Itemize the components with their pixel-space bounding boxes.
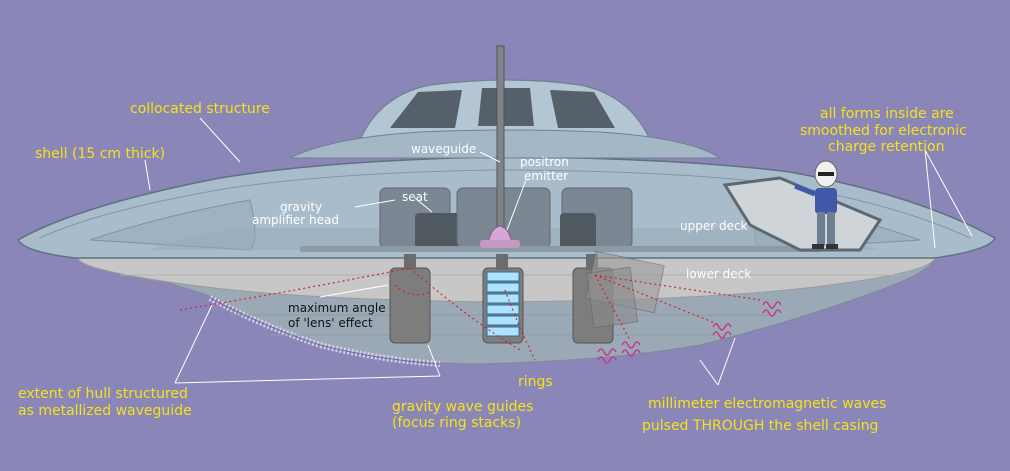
label-positron-1: positron <box>520 155 569 169</box>
upper-deck-ramp <box>722 176 883 252</box>
leader-lines <box>144 117 973 386</box>
waveguide-mast <box>496 45 505 239</box>
label-seat: seat <box>402 190 428 204</box>
label-upper-deck: upper deck <box>680 219 748 233</box>
focus-ring-stack <box>486 271 520 337</box>
label-lower-deck: lower deck <box>686 267 751 281</box>
label-rings: rings <box>518 374 553 390</box>
pilot-figure <box>794 160 838 249</box>
label-all-forms-2: smoothed for electronic <box>800 123 967 139</box>
label-all-forms-1: all forms inside are <box>820 106 954 122</box>
dome-window-center <box>478 88 534 126</box>
seat-right <box>560 213 596 249</box>
label-waveguide: waveguide <box>411 142 476 156</box>
label-gravity-amp-1: gravity <box>280 200 322 214</box>
label-max-angle-2: of 'lens' effect <box>288 316 373 330</box>
dome-window-right <box>550 90 615 128</box>
label-extent-1: extent of hull structured <box>18 386 188 402</box>
label-positron-2: emitter <box>524 169 568 183</box>
lens-angle-lines <box>179 267 761 361</box>
label-extent-2: as metallized waveguide <box>18 403 192 419</box>
label-mm-waves-1: millimeter electromagnetic waves <box>648 396 886 412</box>
label-gravity-amp-2: amplifier head <box>252 213 339 227</box>
label-all-forms-3: charge retention <box>828 139 944 155</box>
seat-left <box>415 213 465 249</box>
label-max-angle-1: maximum angle <box>288 301 386 315</box>
label-gravity-wave-guides-1: gravity wave guides <box>392 399 533 415</box>
label-gravity-wave-guides-2: (focus ring stacks) <box>392 415 521 431</box>
gravity-wave-guide-left <box>389 267 431 344</box>
mm-wave-symbols <box>597 301 782 364</box>
label-shell: shell (15 cm thick) <box>35 146 165 162</box>
label-mm-waves-2: pulsed THROUGH the shell casing <box>642 418 878 434</box>
label-collocated-structure: collocated structure <box>130 101 270 117</box>
dome-window-left <box>390 90 462 128</box>
